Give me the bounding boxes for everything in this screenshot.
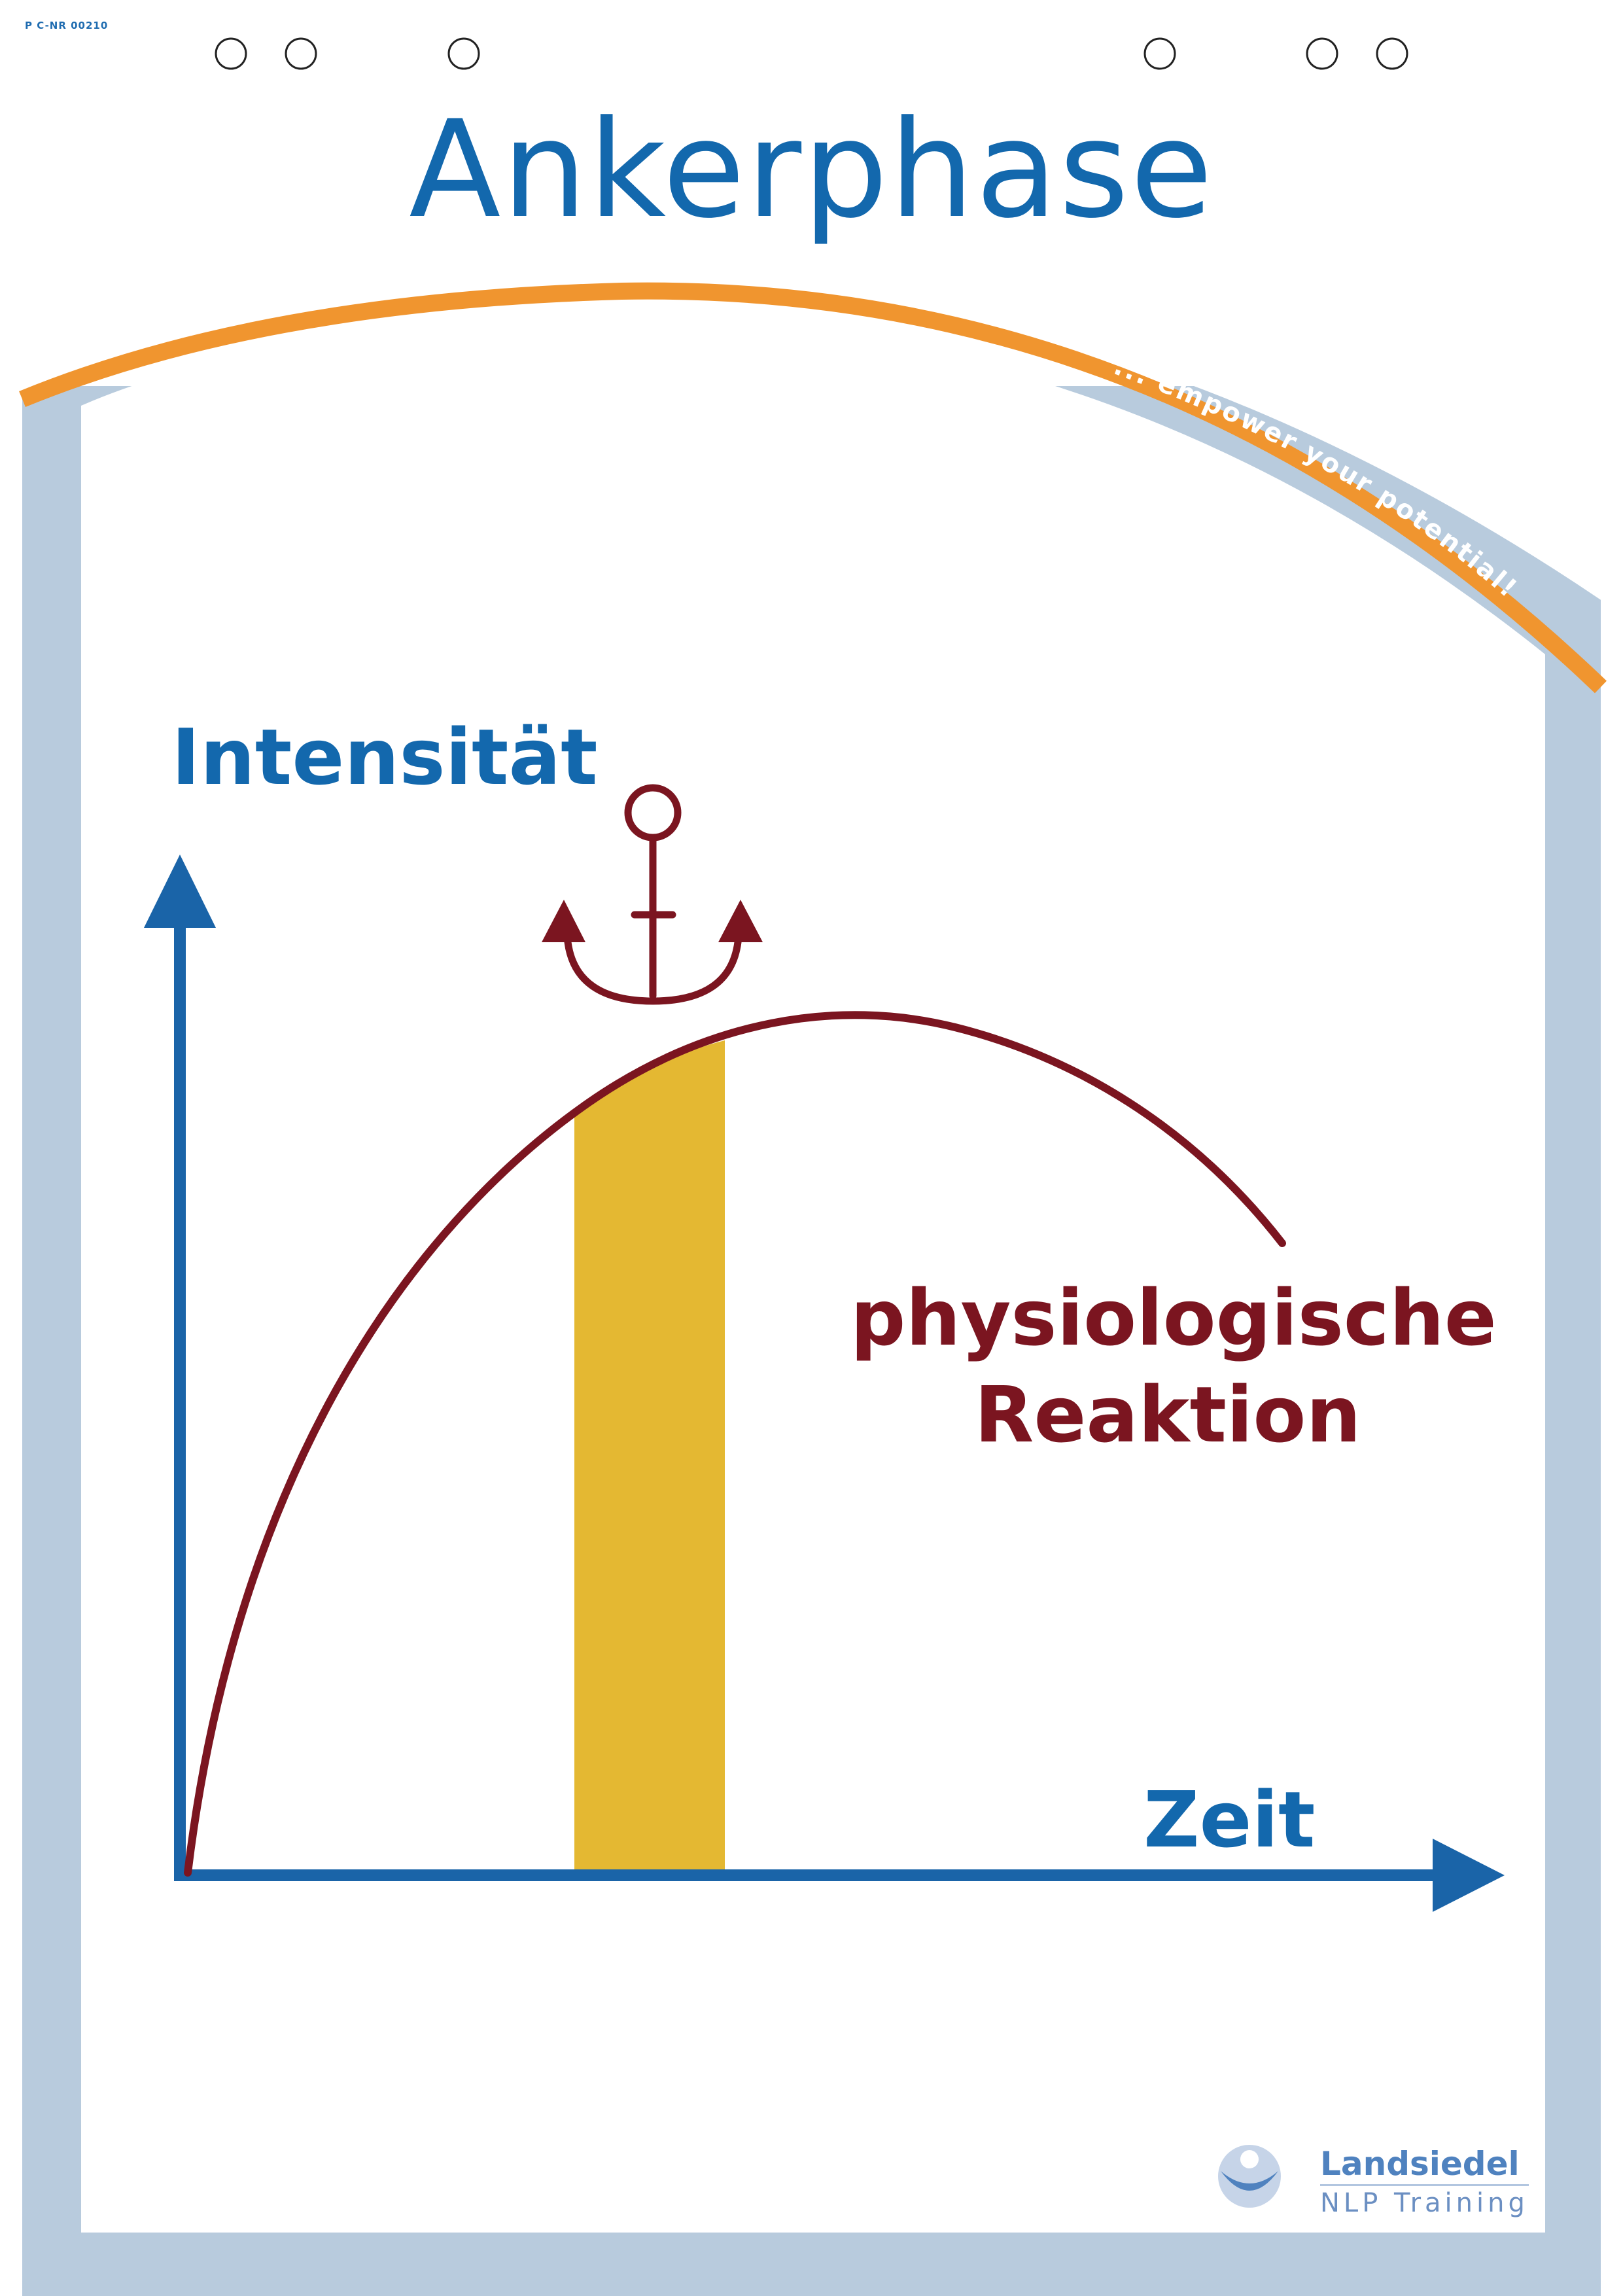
- landsiedel-logo-icon: [1218, 2145, 1281, 2208]
- punch-hole: [447, 37, 480, 70]
- brand-name: Landsiedel: [1320, 2145, 1520, 2183]
- punch-hole: [285, 37, 317, 70]
- header-area: [0, 0, 1623, 615]
- curve-label: physiologische Reaktion: [850, 1269, 1497, 1463]
- axes: [144, 855, 1505, 1912]
- brand-block: Landsiedel NLP Training: [1320, 2147, 1529, 2216]
- anchor-left-fluke: [542, 900, 585, 942]
- punch-hole: [1143, 37, 1176, 70]
- x-axis-arrow: [1433, 1839, 1505, 1912]
- content-panel: [81, 320, 1545, 2233]
- curve-label-line1: physiologische: [850, 1273, 1497, 1363]
- y-axis-arrow: [144, 855, 216, 928]
- punch-hole: [1376, 37, 1408, 70]
- highlight-band: [574, 1040, 725, 1870]
- punch-holes: [215, 37, 1408, 70]
- document-code: P C-NR 00210: [25, 20, 109, 31]
- page-title: Ankerphase: [409, 92, 1214, 248]
- anchor-icon: [564, 784, 742, 1005]
- anchor-right-fluke: [718, 900, 763, 942]
- punch-hole: [1306, 37, 1338, 70]
- curve-label-line2: Reaktion: [974, 1369, 1361, 1460]
- punch-hole: [215, 37, 247, 70]
- x-axis-label: Zeit: [1143, 1775, 1316, 1865]
- y-axis-label: Intensität: [171, 712, 598, 802]
- orange-arc: [19, 282, 1607, 694]
- reaction-curve: [184, 1011, 1286, 1877]
- brand-subtitle: NLP Training: [1320, 2184, 1529, 2216]
